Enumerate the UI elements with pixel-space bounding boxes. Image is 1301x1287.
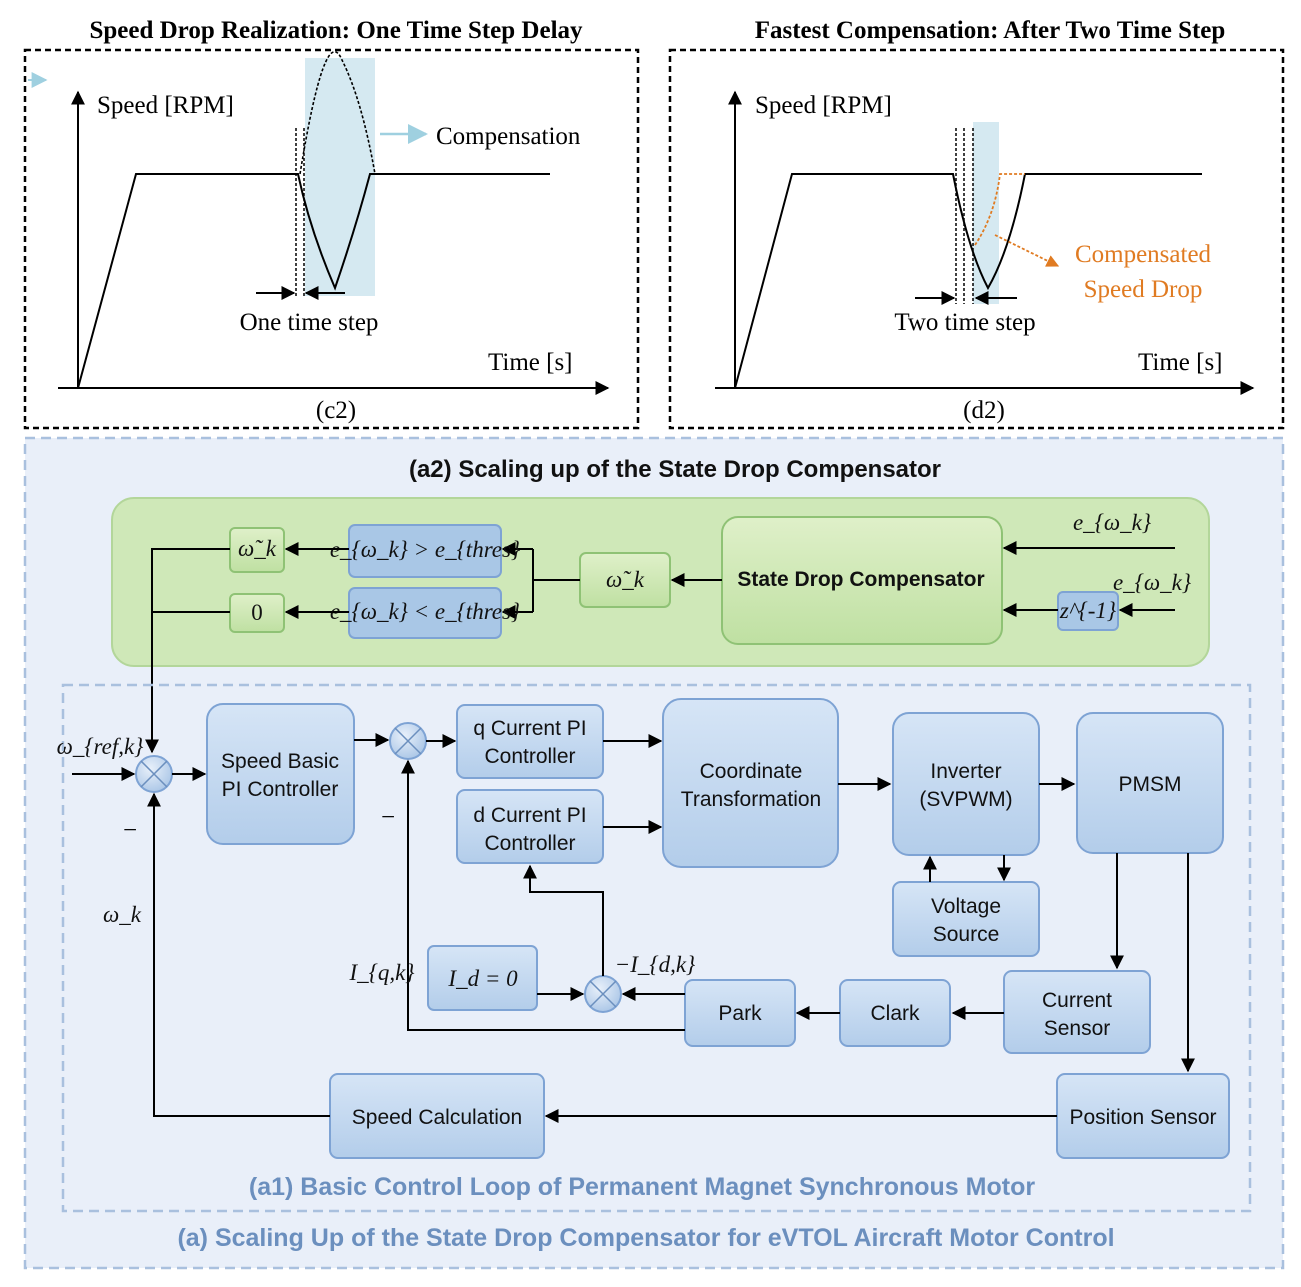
- current-sum-cross: [394, 727, 422, 755]
- voltage-line1: Voltage: [931, 895, 1001, 918]
- park-block: [684, 979, 796, 1047]
- d-sum-cross: [589, 980, 617, 1008]
- inverter-line2: (SVPWM): [919, 788, 1012, 811]
- clark-label: Clark: [870, 1002, 920, 1025]
- x-axis-label-d2: Time [s]: [1138, 349, 1223, 376]
- iq-k-label: I_{q,k}: [348, 960, 414, 985]
- speed-minus-sign: −: [123, 817, 137, 844]
- input-label-bottom: e_{ω_k}: [1113, 570, 1191, 595]
- out-less-label: 0: [251, 600, 263, 625]
- figure-caption: (a) Scaling Up of the State Drop Compens…: [177, 1224, 1114, 1252]
- speed-sum-cross: [140, 760, 168, 788]
- compensated-pointer: [994, 234, 1060, 267]
- speed-pi-controller: [206, 703, 355, 845]
- a1-title: (a1) Basic Control Loop of Permanent Mag…: [249, 1173, 1035, 1201]
- current-sensor-line2: Sensor: [1044, 1017, 1111, 1040]
- compensated-output-label: ω̃_k: [606, 567, 645, 592]
- compensated-curve: [974, 173, 1025, 246]
- step-label: One time step: [240, 309, 379, 336]
- x-axis-label: Time [s]: [488, 349, 573, 376]
- inverter: [892, 712, 1040, 856]
- id-zero-block: [427, 945, 538, 1011]
- park-label: Park: [718, 1002, 762, 1025]
- d-sum-to-d-pi-arrow: [523, 864, 604, 976]
- speed-pi-line2: PI Controller: [222, 778, 339, 801]
- panel-d2-title: Fastest Compensation: After Two Time Ste…: [755, 17, 1226, 44]
- compensation-shade: [305, 58, 375, 296]
- panel-c2-title: Speed Drop Realization: One Time Step De…: [89, 17, 583, 44]
- speed-feedback-line: [147, 792, 330, 1117]
- q-pi-line2: Controller: [484, 745, 575, 768]
- d-pi-line2: Controller: [484, 832, 575, 855]
- id-zero-label: I_d = 0: [447, 966, 518, 991]
- panel-c2: Speed Drop Realization: One Time Step De…: [23, 17, 640, 430]
- inverter-line1: Inverter: [930, 760, 1001, 783]
- state-drop-compensator-label: State Drop Compensator: [737, 568, 984, 591]
- coord-line2: Transformation: [681, 788, 821, 811]
- d-pi-line1: d Current PI: [473, 804, 586, 827]
- pmsm-label: PMSM: [1119, 773, 1182, 796]
- pmsm: [1076, 712, 1224, 854]
- cond-greater-label: e_{ω_k} > e_{thres}: [330, 537, 520, 562]
- speed-curve-d2: [734, 173, 1202, 389]
- neg-id-label: −I_{d,k}: [615, 952, 696, 977]
- compensation-shade-d2: [973, 122, 999, 304]
- panel-d2-caption: (d2): [963, 397, 1005, 424]
- position-sensor-label: Position Sensor: [1069, 1106, 1216, 1129]
- panel-d2-frame: [668, 48, 1285, 430]
- y-axis-label-d2: Speed [RPM]: [755, 92, 892, 119]
- speed-curve: [77, 173, 550, 389]
- input-label-top: e_{ω_k}: [1073, 510, 1151, 535]
- coord-line1: Coordinate: [700, 760, 803, 783]
- park-to-current-sum-line: [401, 759, 685, 1031]
- speed-calc-label: Speed Calculation: [352, 1106, 522, 1129]
- cond-greater-block: [348, 524, 502, 578]
- step-label-d2: Two time step: [894, 309, 1035, 336]
- current-minus-sign: −: [381, 804, 395, 831]
- delay-block-label: z^{-1}: [1059, 598, 1116, 623]
- cond-less-label: e_{ω_k} < e_{thres}: [330, 599, 520, 624]
- omega-ref-label: ω_{ref,k}: [57, 734, 144, 759]
- y-axis-label: Speed [RPM]: [97, 92, 234, 119]
- current-sensor: [1003, 970, 1151, 1054]
- q-pi-line1: q Current PI: [473, 717, 586, 740]
- compensation-label: Compensation: [436, 123, 581, 150]
- a2-title: (a2) Scaling up of the State Drop Compen…: [409, 456, 941, 483]
- panel-d2: Fastest Compensation: After Two Time Ste…: [668, 17, 1285, 430]
- coordinate-transformation: [662, 698, 839, 868]
- panel-a: (a2) Scaling up of the State Drop Compen…: [23, 436, 1285, 1270]
- compensated-label-line1: Compensated: [1075, 241, 1212, 268]
- out-greater-label: ω̃_k: [238, 536, 277, 561]
- a1-region: [61, 683, 1252, 1213]
- panel-c2-frame: [23, 48, 640, 430]
- voltage-source: [892, 881, 1040, 957]
- current-sensor-line1: Current: [1042, 989, 1112, 1012]
- panel-c2-caption: (c2): [316, 397, 356, 424]
- omega-k-label: ω_k: [103, 902, 142, 927]
- voltage-line2: Source: [933, 923, 1000, 946]
- compensation-curve: [299, 50, 376, 175]
- compensated-label-line2: Speed Drop: [1084, 276, 1203, 303]
- speed-pi-line1: Speed Basic: [221, 750, 339, 773]
